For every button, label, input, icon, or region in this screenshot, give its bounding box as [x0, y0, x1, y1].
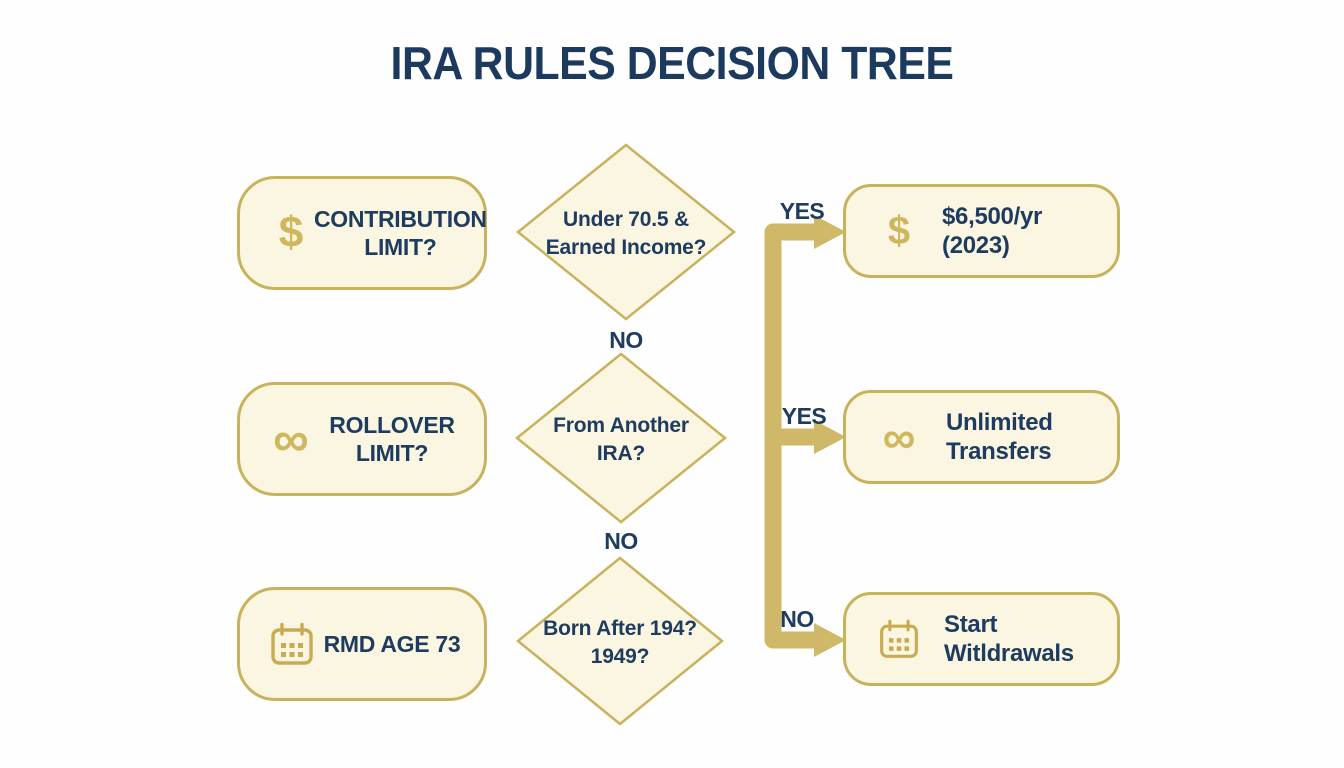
arrowhead-row3 — [814, 623, 846, 657]
flow-trunk — [764, 223, 818, 649]
dollar-icon: $ — [278, 208, 304, 257]
source-label-line1: RMD AGE 73 — [323, 630, 461, 657]
no-label-1: NO — [609, 327, 643, 353]
page-title: IRA RULES DECISION TREE — [390, 37, 954, 89]
result-box-label: $6,500/yr (2023) — [942, 202, 1043, 259]
decision-3-line1: Born After 194? — [543, 617, 697, 640]
source-box-label: ROLLOVER LIMIT? — [318, 411, 484, 467]
dollar-icon: $ — [887, 209, 911, 253]
branch-label-row1: YES — [779, 198, 825, 224]
source-box-contribution-limit: $ CONTRIBUTION LIMIT? — [237, 176, 487, 290]
source-label-line2: LIMIT? — [364, 234, 437, 260]
calendar-icon — [266, 621, 318, 667]
decision-1-line1: Under 70.5 & — [563, 208, 689, 231]
result-box-label: Unlimited Transfers — [946, 408, 1053, 465]
calendar-icon — [876, 618, 922, 660]
decision-label-1: Under 70.5 & Earned Income? — [531, 206, 721, 261]
infinity-icon: ∞ — [882, 411, 916, 463]
branch-label-row2: YES — [781, 403, 827, 429]
source-label-line1: ROLLOVER — [329, 411, 455, 438]
decision-2-line2: IRA? — [596, 441, 646, 465]
source-box-rmd-age: RMD AGE 73 — [237, 587, 487, 701]
arrowhead-row1 — [814, 215, 846, 249]
source-box-rollover-limit: ∞ ROLLOVER LIMIT? — [237, 382, 487, 496]
decision-2-line1: From Another — [553, 414, 689, 437]
decision-diamond-3 — [516, 556, 724, 726]
source-box-label: RMD AGE 73 — [318, 630, 484, 658]
infinity-icon: ∞ — [273, 411, 309, 467]
source-box-label: CONTRIBUTION LIMIT? — [314, 205, 505, 261]
source-label-line2: LIMIT? — [355, 440, 429, 466]
no-label-2: NO — [604, 528, 638, 554]
branch-label-row3: NO — [780, 606, 814, 632]
decision-label-2: From Another IRA? — [526, 412, 716, 467]
result-box-withdrawals: Start Witldrawals — [843, 592, 1120, 686]
decision-diamond-2 — [515, 352, 727, 524]
result-box-contribution: $ $6,500/yr (2023) — [843, 184, 1120, 278]
source-label-line1: CONTRIBUTION — [314, 205, 487, 232]
arrowhead-row2 — [814, 420, 846, 454]
decision-diamond-1 — [516, 143, 736, 321]
result-box-label: Start Witldrawals — [944, 610, 1074, 667]
decision-3-line2: 1949? — [590, 644, 650, 668]
decision-label-3: Born After 194? 1949? — [525, 615, 715, 670]
result-box-rollover: ∞ Unlimited Transfers — [843, 390, 1120, 484]
decision-1-line2: Earned Income? — [545, 235, 707, 259]
